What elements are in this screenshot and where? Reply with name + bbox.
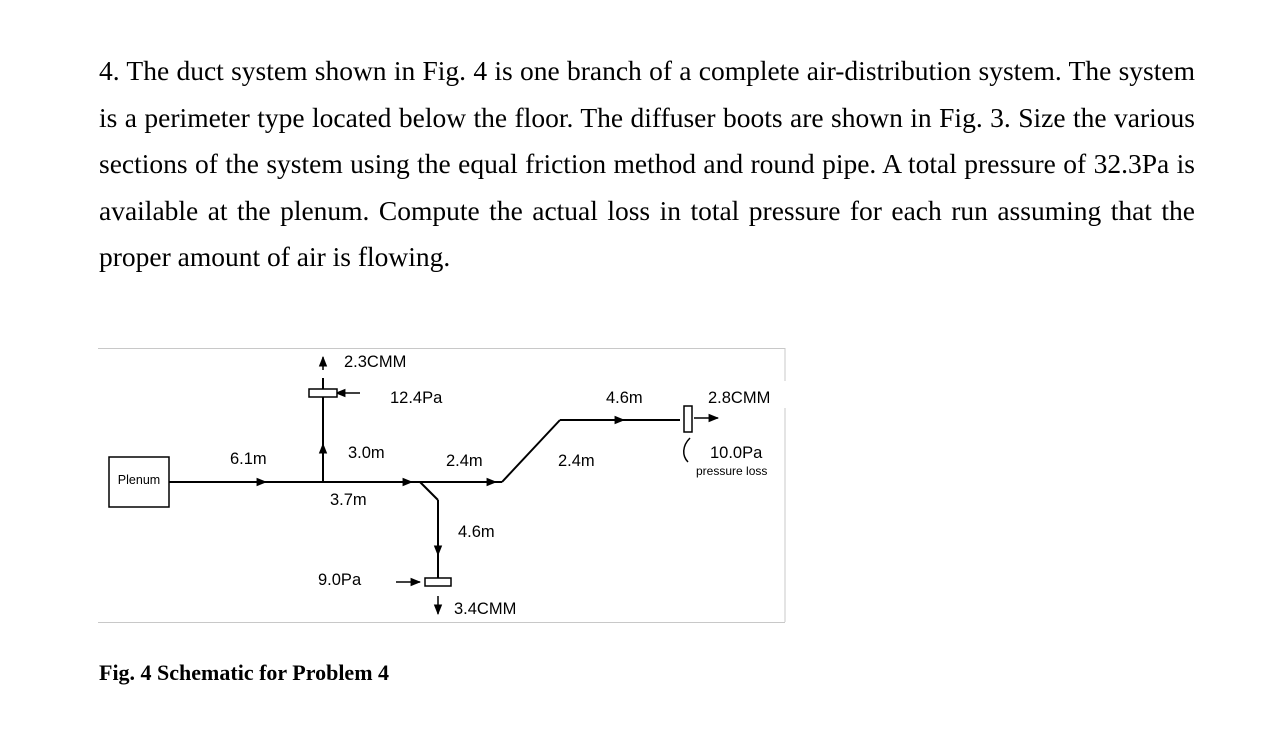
duct-schematic-figure: Plenum [98, 348, 786, 623]
label-len-upper: 4.6m [606, 389, 643, 407]
problem-statement: 4. The duct system shown in Fig. 4 is on… [99, 55, 1195, 272]
label-len-down: 4.6m [458, 523, 495, 541]
duct-schematic-svg: Plenum [98, 348, 786, 623]
right-boot [683, 405, 693, 433]
label-len-main-3: 2.4m [446, 452, 483, 470]
bottom-boot [424, 577, 452, 587]
label-loss-bottom: 9.0Pa [318, 571, 362, 589]
label-loss-right: 10.0Pa [710, 444, 763, 462]
flow-arrows [248, 355, 720, 616]
diagonal-duct [501, 419, 561, 483]
label-len-riser: 3.0m [348, 444, 385, 462]
label-flow-bottom: 3.4CMM [454, 600, 516, 618]
label-len-main-1: 6.1m [230, 450, 267, 468]
label-flow-right: 2.8CMM [708, 389, 770, 407]
figure-caption: Fig. 4 Schematic for Problem 4 [99, 660, 390, 685]
tee-elbow [419, 481, 439, 501]
label-loss-right-note: pressure loss [696, 464, 767, 478]
label-loss-top: 12.4Pa [390, 389, 443, 407]
top-boot [308, 388, 338, 398]
duct-lines [169, 378, 689, 580]
diffuser-boots [308, 388, 693, 587]
label-flow-top: 2.3CMM [344, 353, 406, 371]
plenum-label: Plenum [118, 473, 160, 487]
label-len-diag: 2.4m [558, 452, 595, 470]
figure-frame-lines [98, 348, 786, 623]
arrow-right-loss [683, 437, 691, 463]
plenum-box [108, 456, 170, 508]
label-len-main-2: 3.7m [330, 491, 367, 509]
